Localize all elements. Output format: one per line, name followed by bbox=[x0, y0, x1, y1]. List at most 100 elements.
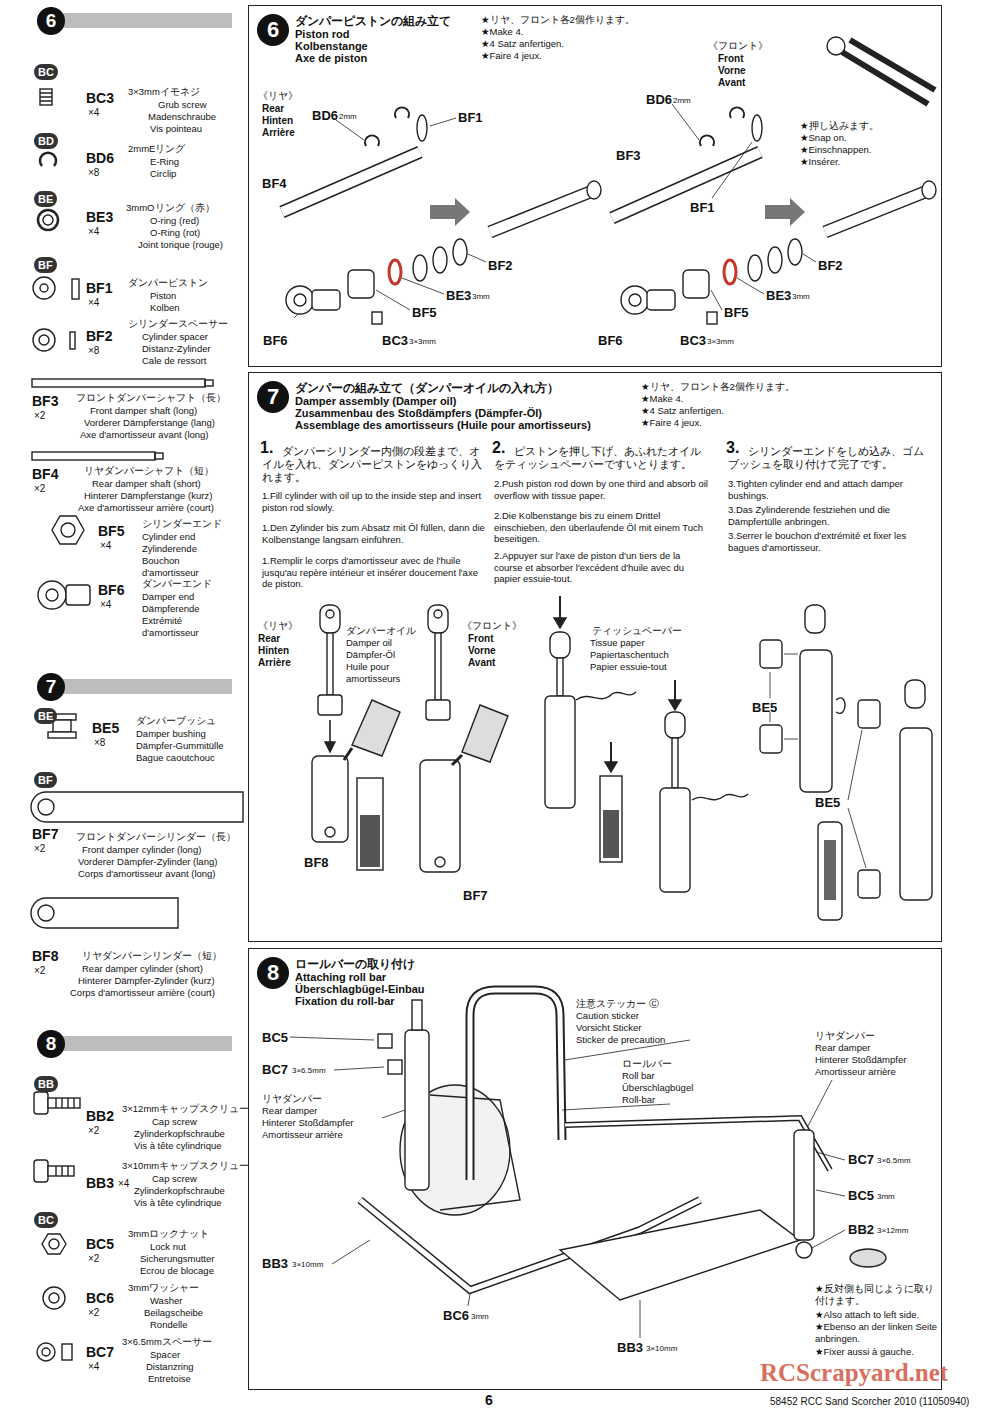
label-text: Roll-bar bbox=[622, 1094, 655, 1106]
bushing bbox=[858, 700, 880, 728]
shaft bbox=[327, 633, 333, 695]
part-code: Rear bbox=[258, 633, 280, 645]
part-code: BB2 bbox=[848, 1222, 874, 1238]
label-text: Vorderer Dämpfer-Zylinder (lang) bbox=[78, 856, 217, 868]
label-text: 3mm bbox=[792, 292, 810, 302]
label-text: リヤダンパー bbox=[815, 1030, 875, 1042]
part-bag-badge: BC bbox=[34, 1212, 58, 1228]
step-number: 6 bbox=[257, 14, 289, 46]
label-text: Washer bbox=[150, 1295, 182, 1307]
instruction-number: 3. bbox=[726, 440, 739, 456]
step-title: ロールバーの取り付け bbox=[295, 957, 415, 971]
spacer bbox=[453, 239, 467, 265]
part-code: BF8 bbox=[304, 855, 329, 871]
label-text: Distanz-Zylinder bbox=[142, 343, 211, 355]
label-text: Zylinderende bbox=[142, 543, 197, 555]
roll-bar bbox=[470, 990, 562, 1180]
gearbox bbox=[430, 1095, 520, 1210]
part-code: Vorne bbox=[468, 645, 496, 657]
label-text: ×2 bbox=[88, 1307, 99, 1319]
step-title: Kolbenstange bbox=[295, 40, 368, 53]
label-text: Damper bushing bbox=[136, 728, 206, 740]
label-text: ×2 bbox=[34, 410, 45, 422]
label-text: Vorderer Dämpferstange (lang) bbox=[84, 417, 215, 429]
cap-screw-icon bbox=[34, 1092, 48, 1114]
part-code: BC7 bbox=[848, 1152, 874, 1168]
spacer bbox=[748, 255, 762, 281]
arrow-head bbox=[325, 742, 335, 752]
part-code: 6 bbox=[485, 1392, 493, 1409]
label-text: ★Also attach to left side. bbox=[815, 1309, 919, 1321]
label-text: Damper oil bbox=[346, 637, 392, 649]
eye bbox=[325, 827, 335, 837]
step-note: ★リヤ、フロント各2個作ります。 bbox=[481, 14, 635, 26]
assembled-shaft bbox=[490, 192, 590, 232]
label-text: Hinterer Stoßdämpfer bbox=[262, 1117, 353, 1129]
leader-line bbox=[672, 104, 816, 310]
right-damper bbox=[794, 1130, 814, 1240]
label-text: ★押し込みます。 bbox=[800, 120, 879, 132]
part-code: BF3 bbox=[32, 393, 58, 410]
step-number: 6 bbox=[37, 7, 65, 35]
label-text: ×2 bbox=[88, 1125, 99, 1137]
washer-hole bbox=[49, 1293, 59, 1303]
pliers bbox=[842, 40, 935, 104]
label-text: 注意ステッカー Ⓒ bbox=[576, 998, 659, 1010]
damper-end-body bbox=[66, 585, 90, 605]
label-text: 3mm bbox=[472, 292, 490, 302]
shaft-inner bbox=[282, 152, 420, 212]
label-text: Rondelle bbox=[150, 1319, 188, 1331]
label-text: Circlip bbox=[150, 168, 176, 180]
label-text: Hinterer Dämpferstange (kurz) bbox=[84, 490, 212, 502]
damper-end bbox=[621, 286, 649, 314]
part-code: BC7 bbox=[262, 1062, 288, 1078]
damper-body bbox=[660, 788, 690, 892]
rear-shaft bbox=[282, 152, 420, 212]
piston-hole bbox=[40, 284, 48, 292]
oil-level bbox=[360, 815, 380, 867]
leader-line bbox=[848, 730, 866, 868]
part-code: Arrière bbox=[262, 127, 295, 139]
damper-end-hole bbox=[294, 294, 306, 306]
label-text: ダンパーブッシュ bbox=[136, 715, 216, 727]
spacer-icon bbox=[33, 329, 55, 351]
label-text: Front damper shaft (long) bbox=[90, 405, 197, 417]
damper-end bbox=[286, 286, 314, 314]
label-text: E-Ring bbox=[150, 156, 179, 168]
direction-arrow bbox=[765, 198, 805, 226]
label-text: Entretoise bbox=[148, 1373, 191, 1385]
part-code: Front bbox=[468, 633, 494, 645]
label-text: 3mmロックナット bbox=[128, 1228, 209, 1240]
oil-bottle bbox=[352, 700, 400, 756]
left-damper bbox=[405, 1030, 429, 1190]
label-text: 3.Das Zylinderende festziehen und die Dä… bbox=[728, 504, 933, 527]
part-bag-badge: BC bbox=[34, 64, 58, 80]
instruction-number: 1. bbox=[260, 440, 273, 456]
label-text: Hinterer Dämpfer-Zylinder (kurz) bbox=[78, 975, 215, 987]
header-bar bbox=[51, 13, 232, 28]
damper-end bbox=[665, 712, 685, 738]
screw-shank bbox=[48, 1166, 74, 1176]
bottle-nozzle bbox=[452, 755, 462, 765]
piston bbox=[417, 115, 427, 141]
step-note: ★4 Satz anfertigen. bbox=[641, 405, 724, 417]
e-ring bbox=[395, 107, 409, 118]
o-ring-hole bbox=[43, 215, 53, 225]
step-note: ★リヤ、フロント各2個作ります。 bbox=[641, 381, 795, 393]
label-text: O-Ring (rot) bbox=[150, 227, 200, 239]
shaft-tip bbox=[155, 453, 163, 459]
damper-end-body bbox=[312, 290, 340, 310]
label-text: 3.Serrer le bouchon d'extrémité et fixer… bbox=[728, 530, 933, 553]
part-code: Avant bbox=[718, 77, 745, 89]
rear-frame-inner bbox=[565, 1118, 830, 1170]
label-text: Corps d'amortisseur avant (long) bbox=[78, 868, 216, 880]
label-text: Dämpfer-Gummitülle bbox=[136, 740, 224, 752]
part-code: Rear bbox=[262, 103, 284, 115]
label-text: Cylinder end bbox=[142, 531, 195, 543]
cutaway bbox=[357, 778, 383, 870]
label-text: Rear damper bbox=[262, 1105, 317, 1117]
label-text: Bague caoutchouc bbox=[136, 752, 215, 764]
part-code: BD6 bbox=[86, 150, 114, 167]
assembled-shaft bbox=[825, 192, 925, 232]
label-text: Cale de ressort bbox=[142, 355, 206, 367]
